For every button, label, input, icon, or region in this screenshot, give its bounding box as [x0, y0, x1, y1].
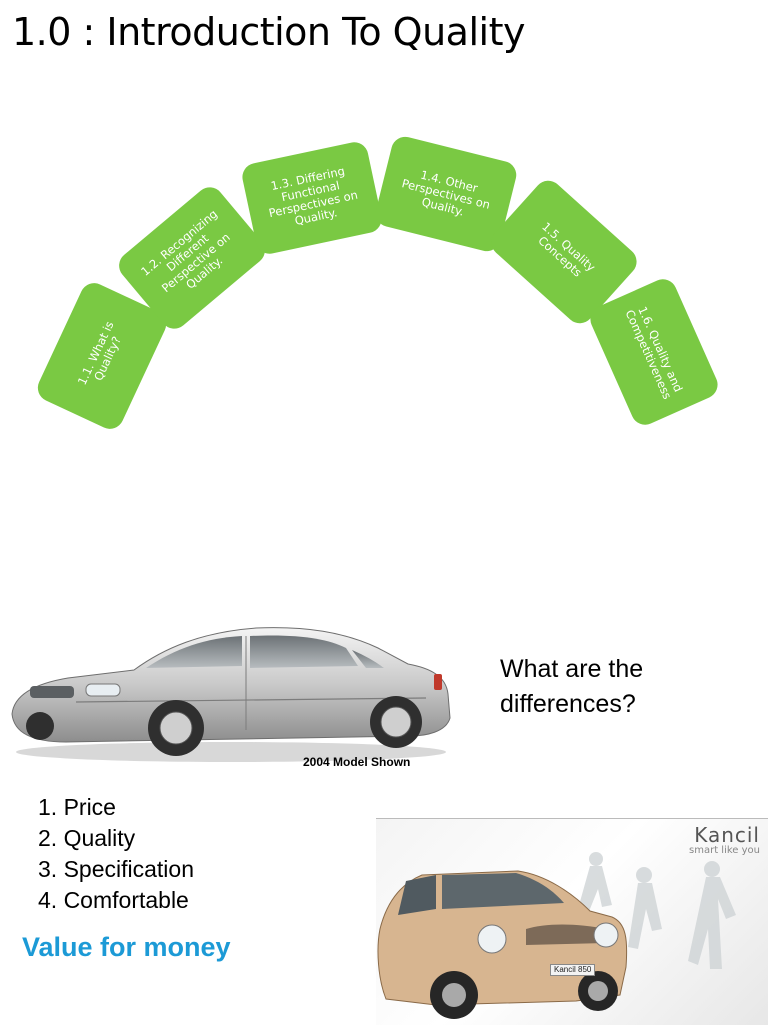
advert-slogan: smart like you: [689, 845, 760, 856]
quality-topics-diagram: 1.1. What is Quality? 1.2. Recognizing D…: [0, 120, 768, 450]
license-plate: Kancil 850: [550, 964, 596, 976]
differences-question: What are the differences?: [500, 655, 644, 718]
step-4-label: 1.4. Other Perspectives on Quality.: [400, 167, 492, 219]
step-1-label: 1.1. What is Quality?: [74, 318, 124, 388]
page-title: 1.0 : Introduction To Quality: [12, 10, 525, 54]
step-3-functional-perspectives: 1.3. Differing Functional Perspectives o…: [239, 139, 385, 257]
sedan-car-image: [11, 627, 451, 762]
list-item: 1. Price: [38, 794, 116, 820]
model-caption: 2004 Model Shown: [303, 755, 411, 769]
value-for-money-heading: Value for money: [22, 932, 231, 962]
factor-list: 1. Price 2. Quality 3. Specification 4. …: [38, 792, 194, 916]
list-item: 3. Specification: [38, 856, 194, 882]
step-6-label: 1.6. Quality and Competitiveness: [622, 304, 686, 402]
list-item: 2. Quality: [38, 825, 136, 851]
kancil-advert-image: Kancil smart like you Kancil 850: [376, 818, 768, 1025]
list-item: 4. Comfortable: [38, 887, 189, 913]
advert-brand-logo: Kancil: [694, 823, 760, 847]
step-2-label: 1.2. Recognizing Different Perspective o…: [138, 206, 233, 296]
step-3-label: 1.3. Differing Functional Perspectives o…: [267, 163, 359, 228]
step-5-label: 1.5. Quality Concepts: [535, 219, 599, 280]
